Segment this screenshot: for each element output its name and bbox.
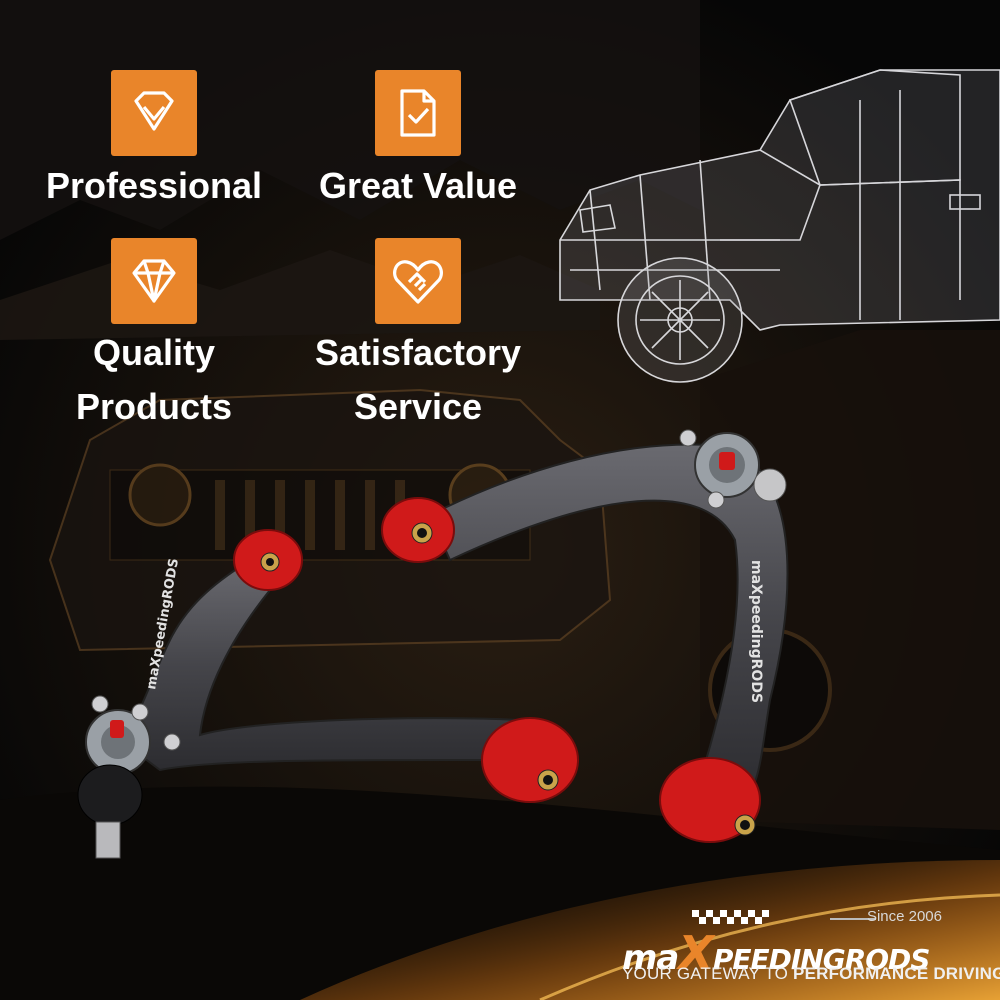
brand-name: maXPEEDINGRODS: [622, 926, 931, 980]
feature-quality-products: Quality Products: [34, 238, 274, 434]
badge-diamond-icon: [111, 70, 197, 156]
feature-label: Satisfactory Service: [314, 332, 522, 427]
gem-icon: [111, 238, 197, 324]
brand-suffix: PEEDINGRODS: [712, 943, 931, 976]
tagline: YOUR GATEWAY TO PERFORMANCE DRIVING: [622, 964, 1000, 984]
control-arm-right: maXpeedingRODS: [381, 429, 789, 843]
maxpeedingrods-logo: Since 2006 maXPEEDINGRODS YOUR GATEWAY T…: [618, 906, 1000, 990]
control-arm-left: maXpeedingRODS: [77, 529, 579, 859]
brand-prefix: ma: [622, 938, 679, 978]
since-year: Since 2006: [866, 908, 942, 925]
tagline-normal: YOUR GATEWAY TO: [622, 964, 794, 983]
since-divider: [830, 918, 876, 920]
checkered-flag-icon: [692, 910, 769, 924]
feature-label: Quality Products: [75, 332, 233, 427]
feature-satisfactory-service: Satisfactory Service: [296, 238, 540, 434]
feature-label: Great Value: [318, 165, 518, 206]
heart-handshake-icon: [375, 238, 461, 324]
tagline-bold: PERFORMANCE DRIVING: [793, 964, 1000, 983]
svg-text:maXpeedingRODS: maXpeedingRODS: [748, 560, 764, 703]
wireframe-truck: [559, 69, 1000, 383]
feature-professional: Professional: [34, 70, 274, 214]
document-check-icon: [375, 70, 461, 156]
feature-great-value: Great Value: [300, 70, 536, 214]
brand-x: X: [678, 926, 713, 980]
feature-label: Professional: [45, 165, 263, 206]
